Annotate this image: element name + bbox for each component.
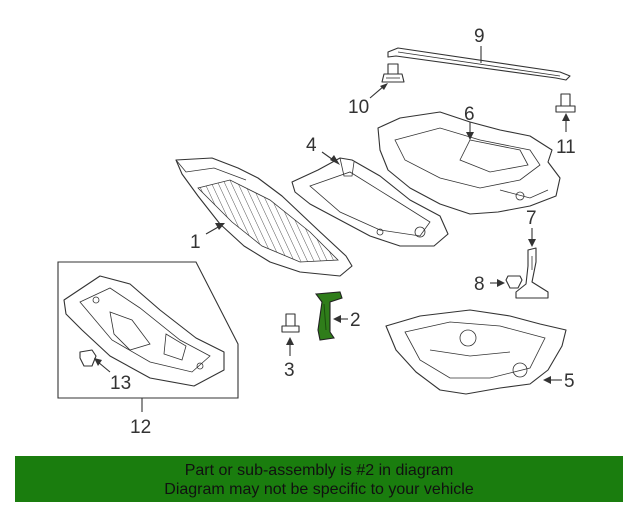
callout-11: 11: [556, 137, 576, 158]
part-7-bracket[interactable]: [515, 247, 549, 299]
part-11-bolt[interactable]: [555, 93, 576, 113]
callout-1: 1: [190, 232, 201, 253]
callout-3: 3: [284, 360, 295, 381]
banner-line-1: Part or sub-assembly is #2 in diagram: [184, 462, 454, 479]
callout-7: 7: [526, 208, 537, 229]
arrow-1: [215, 223, 225, 230]
callout-12: 12: [130, 417, 151, 438]
info-banner: Part or sub-assembly is #2 in diagram Di…: [15, 456, 623, 502]
part-1-front-cover[interactable]: [175, 157, 353, 277]
inset-box: [57, 261, 239, 399]
callout-4: 4: [306, 135, 317, 156]
arrow-4: [330, 155, 340, 165]
part-4-engine-shield[interactable]: [291, 157, 449, 247]
callout-10: 10: [348, 97, 369, 118]
callout-5: 5: [564, 371, 575, 392]
leader-10: [369, 85, 385, 99]
callout-2: 2: [350, 310, 361, 331]
arrow-6: [466, 132, 474, 140]
arrow-2: [333, 315, 341, 323]
part-9-rod[interactable]: [387, 47, 571, 81]
callout-6: 6: [464, 104, 475, 125]
part-3-bolt[interactable]: [281, 313, 300, 333]
part-5-rear-shield[interactable]: [385, 309, 567, 395]
part-2-bracket-highlighted[interactable]: [314, 291, 343, 341]
arrow-3: [286, 337, 294, 345]
arrow-7: [528, 239, 536, 247]
leader-13: [97, 361, 111, 373]
callout-8: 8: [474, 274, 485, 295]
callout-9: 9: [474, 26, 485, 47]
parts-diagram: 9 10 11 6 4 1: [57, 26, 576, 438]
arrow-13: [94, 358, 102, 366]
part-10-bolt[interactable]: [381, 63, 405, 83]
arrow-5: [543, 376, 551, 384]
arrow-10: [380, 83, 388, 90]
part-13-clip[interactable]: [79, 349, 97, 367]
arrow-11: [562, 113, 570, 121]
callout-13: 13: [110, 373, 131, 394]
banner-line-2: Diagram may not be specific to your vehi…: [164, 481, 474, 498]
arrow-8: [497, 279, 505, 287]
part-8-clip[interactable]: [505, 275, 523, 289]
part-6-splash-shield[interactable]: [377, 111, 561, 215]
part-12-assembly[interactable]: [63, 275, 225, 387]
